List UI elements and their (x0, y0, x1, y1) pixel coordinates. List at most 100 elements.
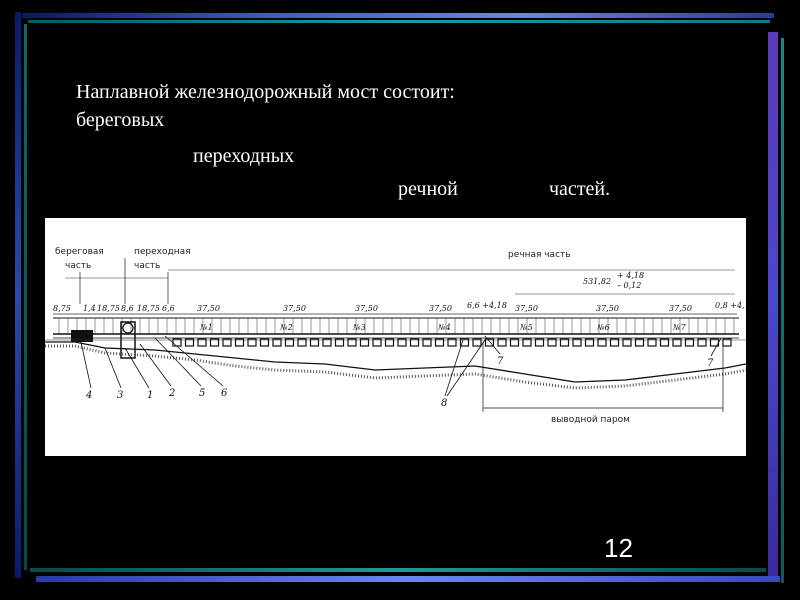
pontoon-block (622, 338, 632, 347)
label-transitional-1: переходная (134, 247, 191, 257)
pontoon-block (659, 338, 670, 347)
pontoon-block (609, 338, 620, 347)
bridge-diagram: береговая часть переходная часть речная … (45, 218, 746, 456)
pontoon-blocks (172, 338, 732, 347)
pontoon-label: №5 (519, 323, 533, 332)
pontoon-block (484, 338, 495, 347)
pontoon-block (447, 338, 457, 347)
span-dim: 8,6 (121, 304, 134, 313)
pontoon-block (684, 338, 695, 347)
pontoon-block (322, 338, 332, 347)
pontoon-block (284, 338, 295, 347)
pontoon-block (397, 338, 407, 347)
pontoon-block (347, 338, 357, 347)
pontoon-block (409, 338, 420, 347)
pontoon-block (459, 338, 470, 347)
riverbed-profile (45, 341, 746, 383)
callout-number: 6 (221, 388, 228, 399)
pontoon-block (572, 338, 582, 347)
riverbed-hatch (45, 344, 746, 390)
pontoon-block (359, 338, 370, 347)
pontoon-block (597, 338, 607, 347)
pontoon-label: №7 (672, 323, 687, 332)
pontoon-block (509, 338, 520, 347)
pontoon-block (259, 338, 270, 347)
span-dim: 8,75 (53, 304, 71, 313)
callout-leaders (80, 335, 722, 397)
pontoon-labels: №1 №2 №3 №4 №5 №6 №7 (199, 323, 687, 332)
pontoon-block (184, 338, 195, 347)
span-dim: 37,50 (429, 304, 452, 313)
pontoon-label: №1 (199, 323, 213, 332)
title-line-parts: частей. (549, 178, 611, 200)
total-length: 531,82 (583, 277, 611, 286)
span-dim: 1,4 (83, 304, 96, 313)
left-decor-line (24, 24, 27, 570)
page-number: 12 (604, 533, 633, 563)
label-coastal-1: береговая (55, 247, 104, 257)
pontoon-block (672, 338, 682, 347)
bridge-diagram-svg: береговая часть переходная часть речная … (45, 247, 746, 425)
bottom-decor-bar (36, 576, 780, 582)
pontoon-label: №6 (596, 323, 610, 332)
pontoon-block (497, 338, 507, 347)
total-tolerance-plus: + 4,18 (617, 271, 644, 280)
pontoon-block (297, 338, 307, 347)
pontoon-block (647, 338, 657, 347)
span-dim: 6,6 (162, 304, 175, 313)
pontoon-block (197, 338, 207, 347)
pontoon-block (222, 338, 232, 347)
ferry-mark-left: 6,6 +4,18 (467, 301, 507, 310)
pontoon-block (434, 338, 445, 347)
pontoon-block (334, 338, 345, 347)
total-tolerance-minus: – 0,12 (617, 281, 641, 290)
callout-number: 7 (497, 356, 504, 367)
callout-number: 7 (707, 358, 714, 369)
pontoon-block (547, 338, 557, 347)
top-decor-bar (22, 13, 774, 18)
pontoon-block (559, 338, 570, 347)
title-line-river: речной (398, 178, 458, 200)
pontoon-block (422, 338, 432, 347)
pontoon-block (247, 338, 257, 347)
coastal-abutment (71, 330, 93, 342)
span-dim: 37,50 (515, 304, 538, 313)
pontoon-block (534, 338, 545, 347)
title-line-1: Наплавной железнодорожный мост состоит: (76, 81, 455, 103)
label-coastal-2: часть (65, 261, 91, 271)
right-decor-line (781, 38, 784, 583)
span-dim: 37,50 (355, 304, 378, 313)
pontoon-block (522, 338, 532, 347)
callout-number: 4 (85, 390, 92, 401)
top-decor-line (28, 20, 770, 23)
label-transitional-2: часть (134, 261, 160, 271)
pontoon-label: №2 (279, 323, 293, 332)
deck-ticks (58, 318, 735, 334)
pontoon-block (634, 338, 645, 347)
pontoon-block (272, 338, 282, 347)
pontoon-block (697, 338, 707, 347)
callout-number: 3 (117, 390, 123, 401)
callout-number: 8 (441, 398, 447, 409)
label-ferry: выводной паром (551, 415, 630, 425)
span-dim: 37,50 (283, 304, 306, 313)
pontoon-block (234, 338, 245, 347)
title-line-transitional: переходных (193, 145, 295, 167)
span-dim: 18,75 (137, 304, 160, 313)
pontoon-block (472, 338, 482, 347)
ferry-mark-right: 0,8 +4,18 (715, 301, 746, 310)
pontoon-block (309, 338, 320, 347)
span-dim: 37,50 (596, 304, 619, 313)
callout-number: 5 (199, 388, 205, 399)
right-decor-bar (768, 32, 778, 582)
title-line-coastal: береговых (76, 109, 165, 131)
span-dim: 18,75 (97, 304, 120, 313)
callout-numbers: 4 3 1 2 5 6 7 8 7 (85, 356, 714, 409)
pontoon-block (384, 338, 395, 347)
pontoon-block (584, 338, 595, 347)
span-dim: 37,50 (197, 304, 220, 313)
span-dimension-row: 8,75 1,4 18,75 8,6 18,75 6,6 37,50 37,50… (53, 301, 746, 313)
bottom-decor-line (30, 568, 766, 572)
pontoon-label: №3 (352, 323, 366, 332)
pontoon-block (209, 338, 220, 347)
